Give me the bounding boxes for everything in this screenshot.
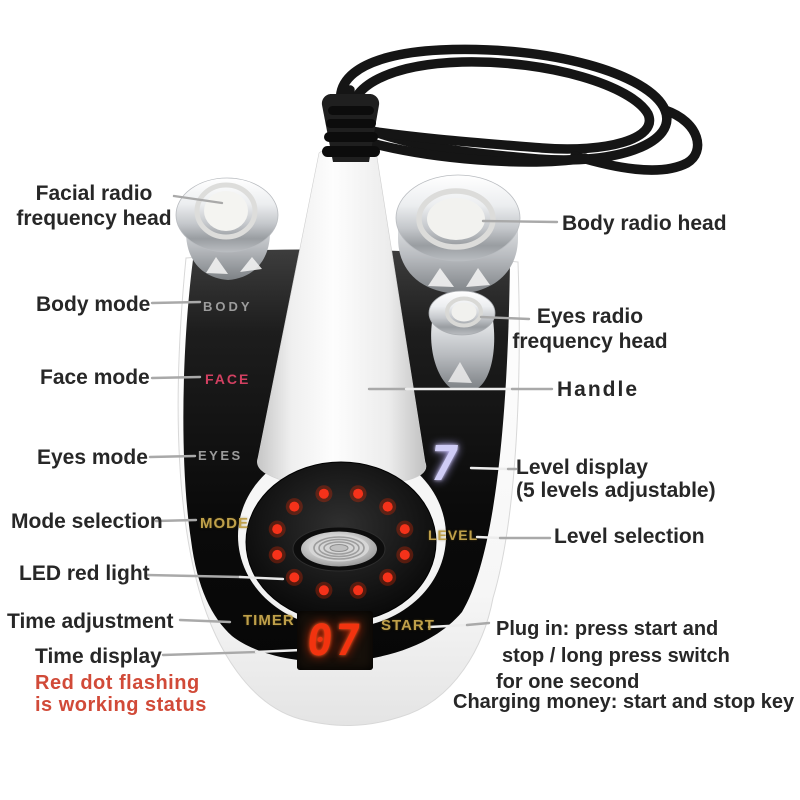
label-level-display-line1: Level display: [516, 456, 648, 479]
leader-line-time-adjust: [178, 618, 232, 624]
facial-rf-head: [175, 177, 279, 280]
label-start-note-line4: Charging money: start and stop key: [453, 691, 795, 713]
label-facial-rf-head: Facial radio frequency head: [16, 181, 172, 231]
led-treatment-head: [245, 461, 437, 623]
power-cable: [335, 44, 703, 175]
time-display-value: 07: [304, 615, 366, 666]
leader-line-mode-selection: [154, 518, 198, 523]
label-body-radio-head: Body radio head: [562, 212, 727, 235]
label-facial-rf-head-line1: Facial radio: [35, 182, 153, 205]
cable-strain-relief: [321, 94, 380, 162]
panel-eyes-label: EYES: [198, 448, 243, 463]
leader-line-start-2: [465, 621, 491, 627]
eyes-rf-head: [428, 290, 496, 389]
leader-line-time-display-2: [254, 648, 303, 654]
label-facial-rf-head-line2: frequency head: [16, 207, 172, 230]
leader-line-led-red-light: [145, 573, 242, 579]
leader-line-body-mode: [150, 300, 202, 305]
panel-mode-button: MODE: [200, 515, 249, 532]
leader-line-body-head: [481, 219, 559, 224]
label-face-mode: Face mode: [40, 366, 150, 389]
label-led-red-light: LED red light: [19, 562, 150, 585]
panel-start-button: START: [381, 617, 435, 634]
leader-line-level-display: [469, 466, 510, 471]
leader-line-led-red-light-2: [238, 575, 285, 581]
label-level-display: Level display (5 levels adjustable): [516, 456, 716, 502]
label-mode-selection: Mode selection: [11, 510, 163, 533]
leader-line-eyes-mode: [148, 454, 197, 459]
label-level-display-line2: (5 levels adjustable): [516, 479, 716, 502]
panel-face-label: FACE: [205, 371, 251, 387]
label-time-display: Time display: [35, 645, 162, 668]
label-eyes-rf-head-line1: Eyes radio: [536, 305, 644, 328]
label-eyes-rf-head: Eyes radio frequency head: [502, 304, 678, 354]
panel-level-button: LEVEL: [428, 527, 479, 543]
body-rf-head: [395, 174, 521, 294]
screw-connector: [292, 526, 386, 572]
label-start-note-line3: for one second: [496, 671, 640, 693]
label-level-selection: Level selection: [554, 525, 705, 548]
label-start-note-line1: Plug in: press start and: [496, 618, 719, 640]
label-handle: Handle: [557, 378, 640, 401]
leader-line-face-mode: [150, 375, 202, 380]
label-start-note-line2: stop / long press switch: [502, 645, 730, 667]
label-working-status-line1: Red dot flashing: [35, 672, 200, 694]
panel-timer-button: TIMER: [243, 612, 295, 629]
leader-line-time-display: [161, 650, 258, 657]
leader-line-eyes-head: [479, 315, 531, 321]
label-body-mode: Body mode: [36, 293, 151, 316]
label-time-adjustment: Time adjustment: [7, 610, 174, 633]
time-display: 07: [297, 611, 373, 670]
panel-body-label: BODY: [203, 299, 253, 314]
leader-line-level-select: [475, 535, 502, 540]
leader-lines: [145, 194, 559, 657]
label-working-status-line2: is working status: [35, 694, 207, 716]
leader-line-start: [427, 623, 469, 629]
leader-line-facial-head: [172, 194, 224, 205]
label-eyes-mode: Eyes mode: [37, 446, 148, 469]
led-red-lights: [268, 485, 414, 599]
label-eyes-rf-head-line2: frequency head: [512, 330, 668, 353]
